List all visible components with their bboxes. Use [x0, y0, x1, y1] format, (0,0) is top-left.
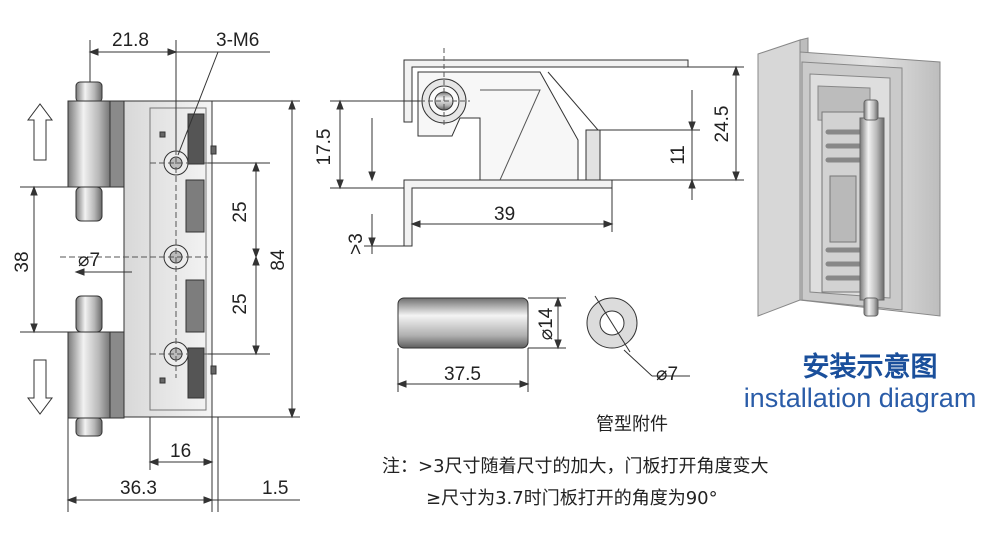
bottom-barrel	[67, 331, 113, 419]
plate-tab-top	[210, 145, 217, 155]
up-arrow-icon	[27, 103, 53, 161]
bottom-barrel-strip	[109, 331, 125, 419]
top-barrel	[67, 100, 113, 188]
dim-17-5: 17.5	[314, 129, 335, 166]
dim-38: 38	[12, 251, 33, 272]
front-view-dimensions	[20, 40, 300, 512]
plate-slot-top	[187, 113, 205, 165]
dim-dia-7-pin: ⌀7	[656, 364, 678, 385]
installation-illustration	[757, 37, 941, 317]
dim-11: 11	[668, 145, 689, 165]
dim-25-upper: 25	[230, 201, 251, 222]
tube-dimensions	[396, 296, 566, 392]
install-hinge-barrel	[859, 117, 885, 301]
note-line-2: ≥尺寸为3.7时门板打开的角度为90°	[426, 488, 718, 509]
dim-16: 16	[170, 441, 191, 462]
tube-side-view	[397, 297, 529, 349]
top-barrel-strip	[109, 100, 125, 188]
note-line-1: 注：>3尺寸随着尺寸的加大，门板打开角度变大	[382, 456, 769, 477]
top-pin-cap	[75, 81, 103, 103]
top-pin-tip	[75, 186, 103, 222]
tube-accessory	[397, 295, 690, 377]
dim-dia-14: ⌀14	[536, 307, 557, 340]
dim-37-5: 37.5	[444, 364, 481, 385]
dim-21-8: 21.8	[112, 30, 149, 51]
side-upper-leaf	[403, 59, 689, 123]
down-arrow-icon	[27, 359, 53, 415]
installation-title-en: installation diagram	[743, 383, 977, 413]
dim-39: 39	[494, 204, 515, 225]
dim-36-3: 36.3	[120, 478, 157, 499]
dim-84: 84	[268, 249, 289, 271]
dim-24-5: 24.5	[712, 106, 733, 143]
bottom-pin-cap	[75, 417, 103, 437]
installation-title-cn: 安装示意图	[802, 352, 938, 383]
dim-gt-3: >3	[346, 233, 367, 255]
dim-dia-7-front: ⌀7	[78, 250, 100, 271]
plate-inner-frame	[149, 107, 207, 411]
dim-1-5: 1.5	[262, 478, 288, 499]
side-view	[403, 48, 689, 247]
dim-25-lower: 25	[230, 293, 251, 314]
front-view	[27, 81, 217, 437]
plate-tab-bottom	[210, 365, 217, 375]
accessory-label: 管型附件	[596, 414, 668, 435]
side-view-dimensions	[330, 65, 744, 254]
bottom-pin-tip	[75, 295, 103, 333]
plate-mark-bottom	[159, 377, 166, 384]
plate-mark-top	[159, 131, 166, 138]
side-stop-block	[585, 129, 601, 181]
dim-3-m6: 3-M6	[216, 30, 259, 51]
plate-slot-bottom	[187, 347, 205, 399]
plate-slot-upper-mid	[185, 179, 205, 233]
plate-slot-lower-mid	[185, 279, 205, 333]
